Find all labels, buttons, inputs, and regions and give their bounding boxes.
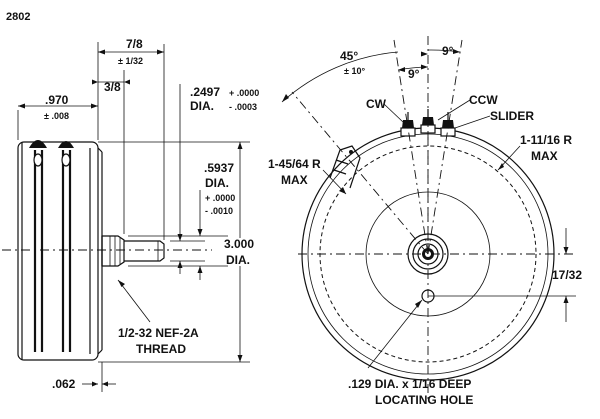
hole-offset: 17/32 xyxy=(552,268,582,282)
bracket-radius: 1-45/64 R xyxy=(268,157,321,171)
overall-width-dimension: .970 xyxy=(45,93,69,107)
side-view-bushing xyxy=(101,235,125,267)
locating-hole-spec: .129 DIA. x 1/16 DEEP xyxy=(348,377,471,391)
side-view-shaft xyxy=(124,240,165,262)
thread-label: THREAD xyxy=(136,342,186,356)
flange-thickness-dimension: .062 xyxy=(52,377,76,391)
terminal-cw xyxy=(400,112,416,137)
terminal-cw-label: CW xyxy=(366,97,387,111)
terminal-bracket xyxy=(329,145,361,189)
terminal-angle: 45° xyxy=(340,49,358,63)
side-view: .970 ± .008 7/8 ± 1/32 3/8 .2497 + .0000… xyxy=(2,37,259,392)
shaft-length-tolerance: ± 1/32 xyxy=(118,56,143,66)
outer-radius: 1-11/16 R xyxy=(520,133,572,147)
shaft-dia-tol-minus: - .0003 xyxy=(229,102,257,112)
outer-radius-max: MAX xyxy=(531,149,558,163)
terminal-slider-label: SLIDER xyxy=(490,109,534,123)
drawing-number: 2802 xyxy=(6,11,30,23)
bushing-length-dimension: 3/8 xyxy=(104,80,121,94)
bushing-dia-dimension: .5937 xyxy=(204,161,234,175)
locating-hole-label: LOCATING HOLE xyxy=(375,393,473,407)
bushing-dia-tol-plus: + .0000 xyxy=(205,193,235,203)
shaft-length-dimension: 7/8 xyxy=(126,37,143,51)
terminal-angle-tolerance: ± 10° xyxy=(344,66,365,76)
bushing-dia-label: DIA. xyxy=(205,176,229,190)
bracket-radius-max: MAX xyxy=(281,173,308,187)
terminal-spacing-outer: 9° xyxy=(442,44,454,58)
shaft-dia-dimension: .2497 xyxy=(190,85,220,99)
terminal-ccw xyxy=(440,112,456,137)
bushing-dia-tol-minus: - .0010 xyxy=(205,206,233,216)
shaft-dia-tol-plus: + .0000 xyxy=(229,88,259,98)
terminal-ccw-label: CCW xyxy=(469,93,498,107)
body-dia-dimension: 3.000 xyxy=(224,237,254,251)
body-dia-label: DIA. xyxy=(226,253,250,267)
shaft-dia-label: DIA. xyxy=(190,99,214,113)
overall-width-tolerance: ± .008 xyxy=(44,111,69,121)
side-view-body xyxy=(17,140,103,361)
front-view: 45° ± 10° 9° 9° CW CCW SLIDER 1-11/16 R … xyxy=(268,36,582,407)
terminal-spacing-inner: 9° xyxy=(408,67,420,81)
thread-spec: 1/2-32 NEF-2A xyxy=(118,326,199,340)
